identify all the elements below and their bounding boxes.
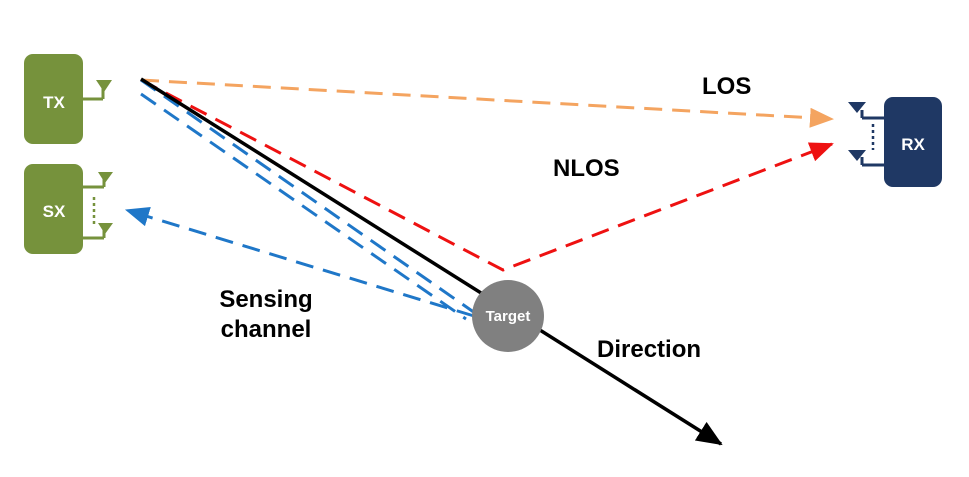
direction-path [140,77,723,446]
sensing-path-tx-to-target-b [140,92,467,321]
tx-label: TX [43,93,65,112]
sensing-path-target-to-sx [124,207,475,318]
target-node: Target [472,280,544,352]
sx-box [24,164,83,254]
rx-label: RX [901,135,925,154]
tx-box [24,54,83,144]
sx-label: SX [43,202,66,221]
target-circle [472,280,544,352]
sensing-label-line2: channel [221,316,312,343]
rx-box [884,97,942,187]
tx-node: TX [24,54,112,144]
sensing-label-line1: Sensing [219,286,312,313]
nlos-path [140,78,834,272]
nlos-label: NLOS [553,155,620,182]
direction-label: Direction [597,336,701,363]
los-label: LOS [702,73,751,100]
sensing-path-tx-to-target-a [140,78,476,315]
los-path [140,78,834,128]
sx-antenna-icon [83,172,113,240]
tx-antenna-icon [83,80,112,101]
rx-node: RX [848,97,942,187]
sx-node: SX [24,164,113,254]
target-label: Target [486,308,531,325]
rx-antenna-icon [848,102,884,167]
